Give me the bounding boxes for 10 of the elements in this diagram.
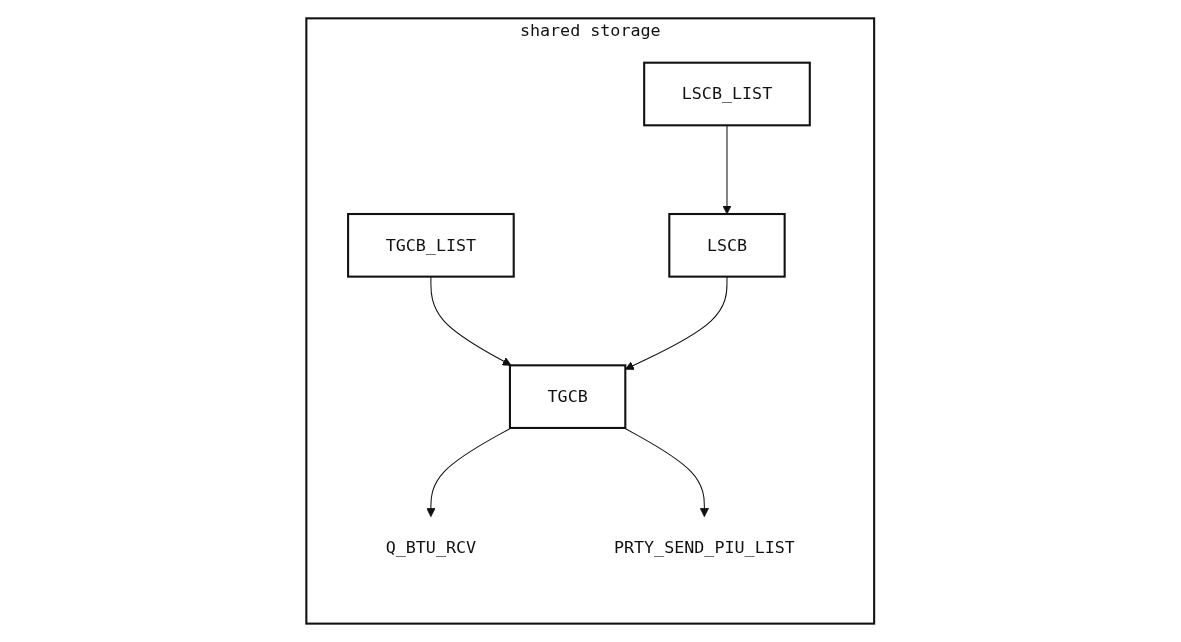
node-text: PRTY_SEND_PIU_LIST: [614, 537, 796, 558]
arrow: [426, 427, 512, 518]
arrow: [430, 276, 512, 366]
arrow: [625, 276, 728, 370]
node-text: Q_BTU_RCV: [385, 537, 477, 558]
arrow: [623, 427, 710, 518]
node-box: TGCB_LIST: [347, 213, 515, 278]
node-box: LSCB_LIST: [643, 61, 812, 127]
node-box: TGCB: [509, 364, 627, 429]
node-box: LSCB: [668, 213, 786, 278]
